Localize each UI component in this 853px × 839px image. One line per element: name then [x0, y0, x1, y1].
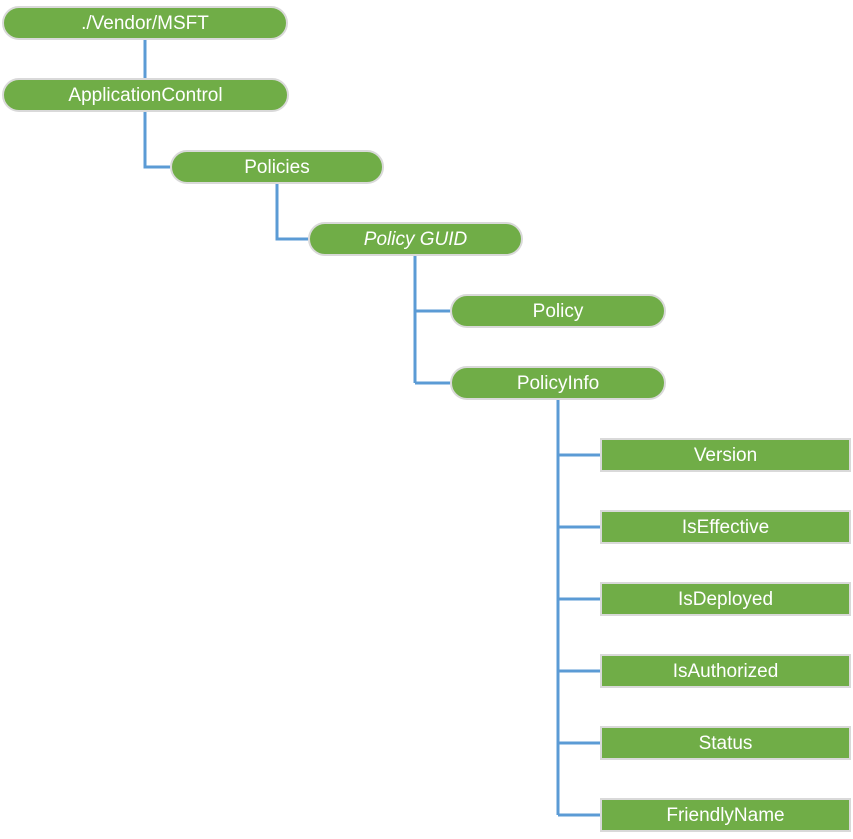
node-vendor-msft: ./Vendor/MSFT: [2, 6, 288, 40]
node-isdeployed: IsDeployed: [600, 582, 851, 616]
connector-policyinfo-trunk: [556, 400, 600, 817]
node-status-label: Status: [698, 732, 753, 754]
connector-applicationcontrol-to-policies: [143, 112, 170, 169]
node-policy-guid: Policy GUID: [308, 222, 523, 256]
connector-policies-to-policyguid: [275, 184, 308, 241]
node-isdeployed-label: IsDeployed: [677, 588, 774, 610]
node-iseffective-label: IsEffective: [681, 516, 770, 538]
node-isauthorized: IsAuthorized: [600, 654, 851, 688]
node-version: Version: [600, 438, 851, 472]
node-application-control: ApplicationControl: [2, 78, 289, 112]
node-policy: Policy: [450, 294, 666, 328]
node-policy-guid-label: Policy GUID: [363, 228, 468, 250]
node-application-control-label: ApplicationControl: [68, 84, 223, 106]
node-policy-info: PolicyInfo: [450, 366, 666, 400]
node-policies: Policies: [170, 150, 384, 184]
node-policy-label: Policy: [532, 300, 584, 322]
node-policies-label: Policies: [244, 156, 310, 178]
node-status: Status: [600, 726, 851, 760]
node-isauthorized-label: IsAuthorized: [672, 660, 779, 682]
node-vendor-msft-label: ./Vendor/MSFT: [81, 12, 209, 34]
node-version-label: Version: [693, 444, 758, 466]
node-friendlyname: FriendlyName: [600, 798, 851, 832]
connector-policyguid-trunk: [413, 256, 450, 385]
node-policy-info-label: PolicyInfo: [516, 372, 600, 394]
node-friendlyname-label: FriendlyName: [666, 804, 785, 826]
node-iseffective: IsEffective: [600, 510, 851, 544]
